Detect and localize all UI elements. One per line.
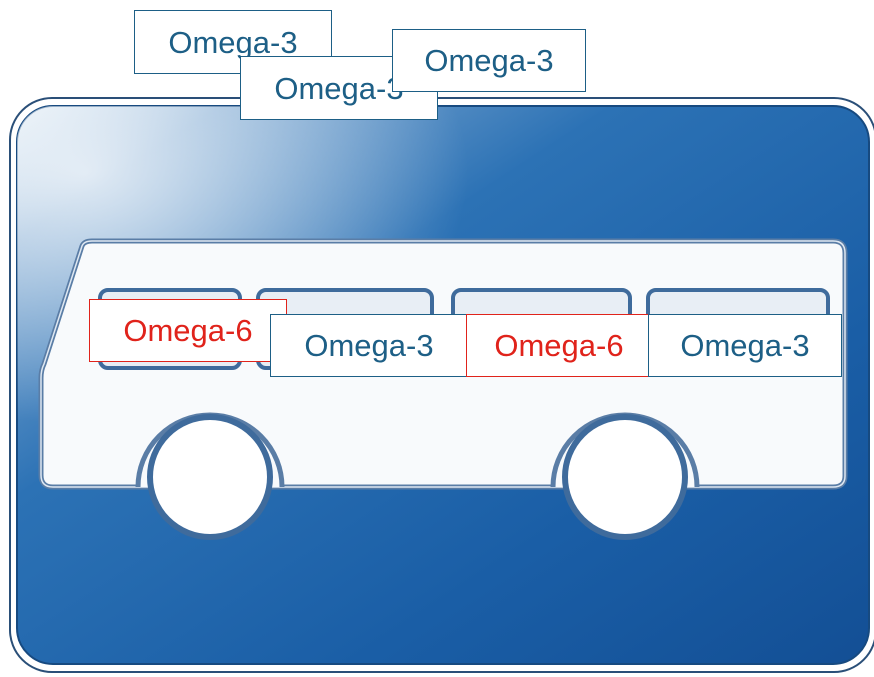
- omega-3-label-window-4: Omega-3: [648, 314, 842, 377]
- bus-wheel-rear: [562, 414, 688, 540]
- omega-6-label-window-1: Omega-6: [89, 299, 287, 362]
- omega-3-label-window-2: Omega-3: [270, 314, 468, 377]
- bus-wheel-front: [147, 414, 273, 540]
- omega-3-label-top-right: Omega-3: [392, 29, 586, 92]
- omega-6-label-window-3: Omega-6: [466, 314, 652, 377]
